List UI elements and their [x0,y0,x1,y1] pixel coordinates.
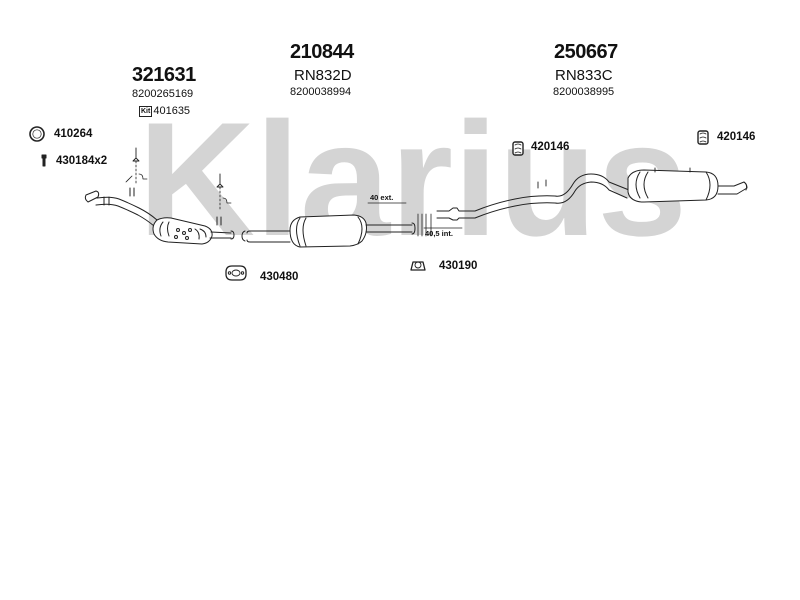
rear-silencer-tail-pipe [436,167,748,221]
section-3-part-number: 250667 [554,41,618,63]
brand-watermark: Klarius [138,89,688,270]
dimension-ext: 40 ext. [370,193,394,202]
bolt-callout: 430184x2 [56,155,108,167]
section-1-part-number: 321631 [132,64,196,86]
section-2-oem-number: 8200038994 [290,86,352,98]
section-1-oem-number: 8200265169 [132,88,194,100]
section-1-kit: Kit 401635 [139,105,190,117]
section-1-kit-number: 401635 [153,105,191,117]
mount-callout: 430190 [439,260,478,272]
gasket-callout: 430480 [260,271,299,283]
gasket-icon [225,265,247,281]
centre-silencer [241,214,416,248]
section-2-part-number: 210844 [290,41,354,63]
dimension-int: 40,5 int. [425,229,453,238]
clamp-mid-icon [512,141,524,156]
section-2-reference: RN832D [294,67,352,84]
clamp-mid-callout: 420146 [531,141,570,153]
front-pipe-catalyst [84,187,235,245]
clamp-rear-callout: 420146 [717,131,756,143]
ring-callout: 410264 [54,128,93,140]
clamp-rear-icon [697,130,709,145]
section-3-oem-number: 8200038995 [553,86,615,98]
bolt-icon [41,154,47,167]
ring-icon [29,126,45,142]
lambda-sensor-1 [125,147,148,184]
dimension-markers [367,202,463,237]
section-3-reference: RN833C [555,67,613,84]
rubber-mount-icon [410,261,426,271]
kit-icon: Kit [139,105,153,117]
lambda-sensor-2 [216,173,232,210]
